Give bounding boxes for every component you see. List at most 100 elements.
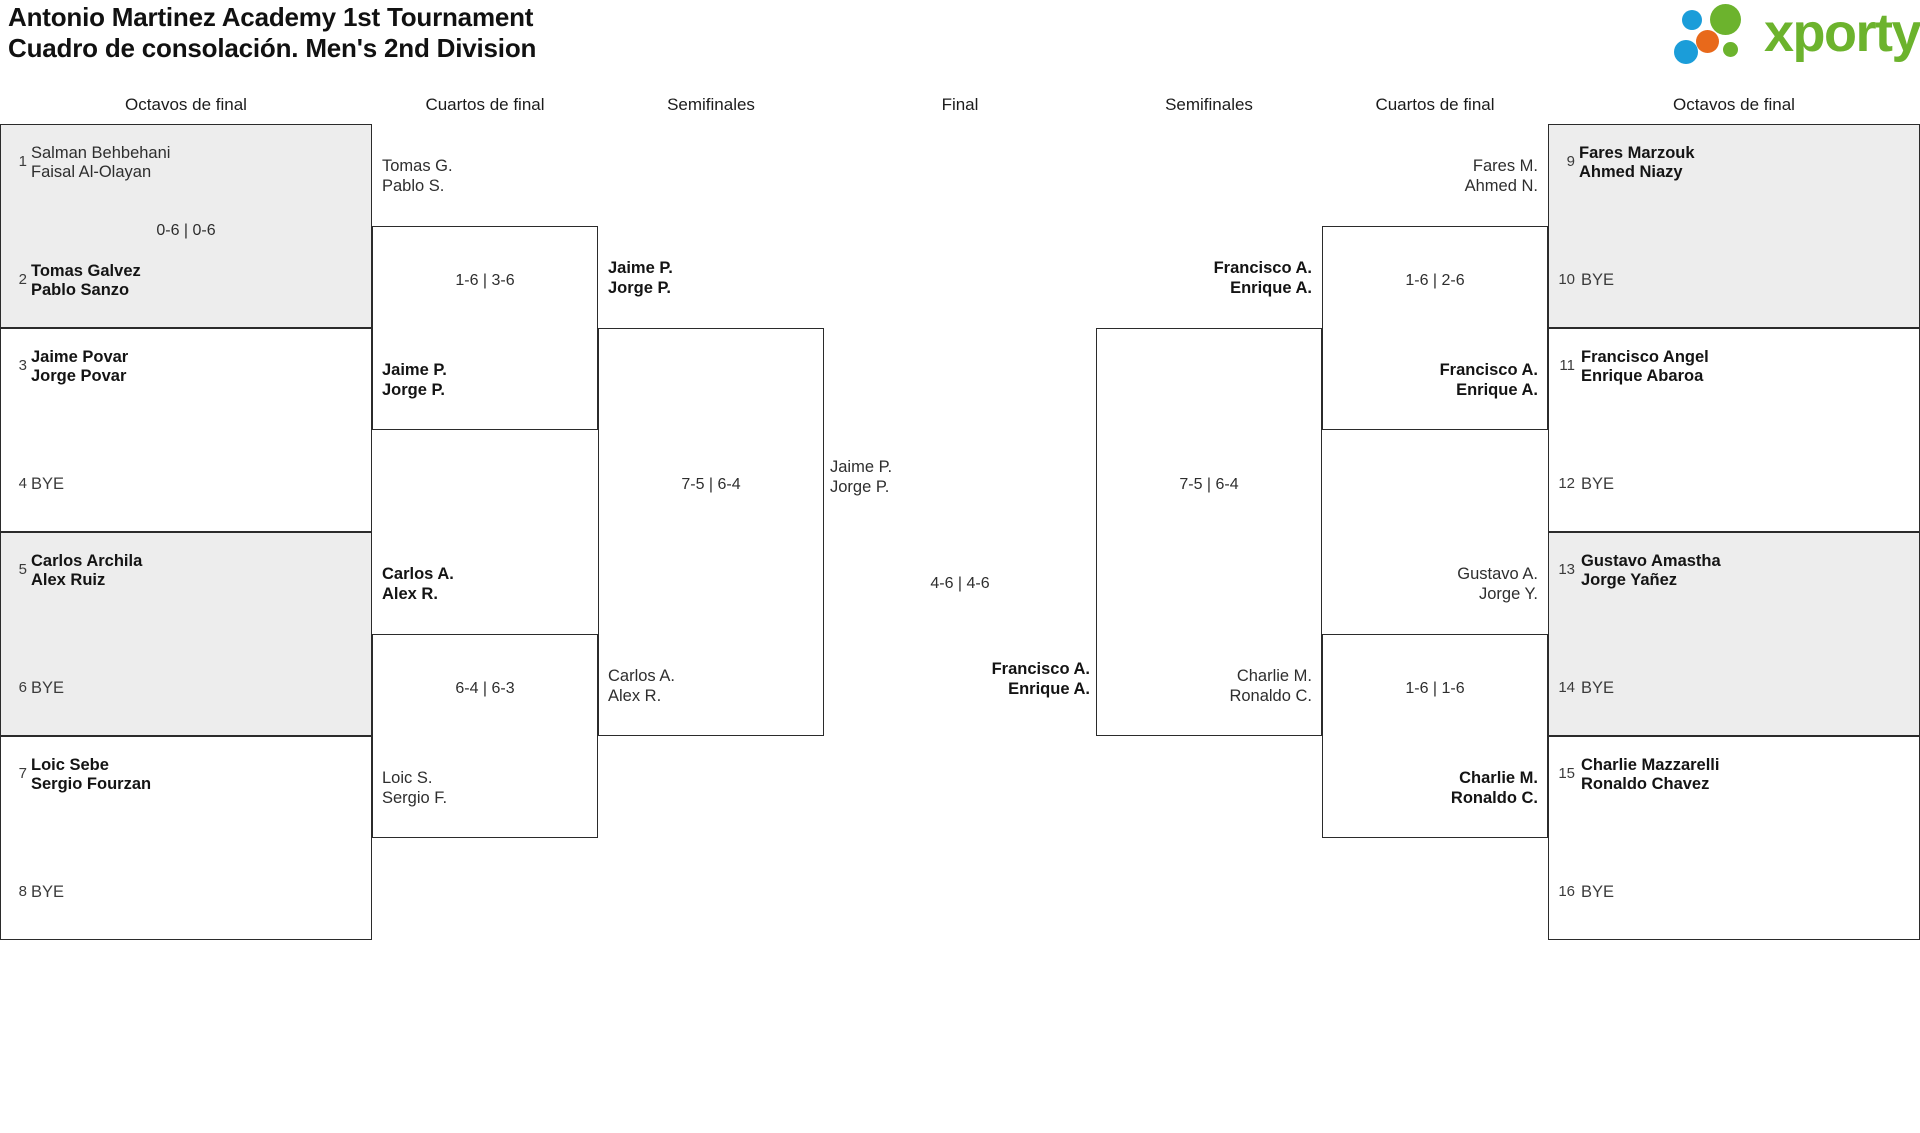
right-r16-match-1[interactable]: 9 Fares Marzouk Ahmed Niazy 10 BYE — [1548, 124, 1920, 328]
round-header-left-sf: Semifinales — [667, 95, 755, 114]
team-name-line1: Tomas Galvez — [31, 262, 141, 280]
seed-number: 3 — [18, 357, 27, 374]
left-sf-score: 7-5 | 6-4 — [681, 476, 741, 493]
seed-number: 4 — [18, 475, 27, 492]
right-qf-2-bottom-team-line2: Ronaldo C. — [1450, 789, 1538, 807]
logo-dot-orange — [1696, 30, 1719, 53]
right-qf-1-top-team-line2: Ahmed N. — [1464, 177, 1538, 195]
right-qf-1-bottom-team-line1: Francisco A. — [1439, 361, 1538, 379]
right-qf-2-score: 1-6 | 1-6 — [1405, 680, 1465, 697]
seed-number: 11 — [1559, 357, 1575, 374]
seed-number: 10 — [1558, 271, 1575, 288]
left-sf-bottom-team-line1: Carlos A. — [608, 667, 675, 685]
team-name-line2: Enrique Abaroa — [1581, 367, 1704, 385]
round-header-left-r16: Octavos de final — [125, 95, 247, 114]
logo-wordmark: xporty — [1764, 3, 1920, 63]
final-top-team-line1: Jaime P. — [830, 458, 893, 476]
right-sf-score: 7-5 | 6-4 — [1179, 476, 1239, 493]
left-qf-1-top-team-line1: Tomas G. — [382, 157, 453, 175]
seed-number: 1 — [18, 153, 27, 170]
team-name-line2: Pablo Sanzo — [31, 281, 130, 299]
right-qf-match-2[interactable] — [1322, 634, 1548, 838]
bye-label: BYE — [1581, 271, 1615, 289]
team-name-line2: Jorge Povar — [31, 367, 127, 385]
team-name-line2: Ahmed Niazy — [1579, 163, 1683, 181]
team-name-line1: Charlie Mazzarelli — [1581, 756, 1720, 774]
left-qf-match-1[interactable] — [372, 226, 598, 430]
left-qf-2-bottom-team-line1: Loic S. — [382, 769, 433, 787]
left-sf-match-1[interactable] — [598, 328, 824, 736]
left-r16-match-1[interactable]: 1 Salman Behbehani Faisal Al-Olayan Salm… — [0, 124, 372, 328]
seed-number: 2 — [18, 271, 27, 288]
logo-dots-icon — [1674, 4, 1770, 66]
bye-label: BYE — [1581, 475, 1615, 493]
left-r16-match-4[interactable]: 7 Loic Sebe Sergio Fourzan 8 BYE — [0, 736, 372, 940]
right-sf-top-team-line1: Francisco A. — [1213, 259, 1312, 277]
seed-number: 14 — [1558, 679, 1575, 696]
seed-number: 15 — [1558, 765, 1575, 782]
right-sf-bottom-team-line1: Charlie M. — [1236, 667, 1312, 685]
seed-number: 13 — [1558, 561, 1575, 578]
final-top-team-line2: Jorge P. — [830, 478, 890, 496]
right-r16-match-3[interactable]: 13 Gustavo Amastha Jorge Yañez 14 BYE — [1548, 532, 1920, 736]
right-sf-top-team-line2: Enrique A. — [1230, 279, 1312, 297]
bye-label: BYE — [1581, 883, 1615, 901]
bye-label: BYE — [31, 475, 65, 493]
team-name-line1: Francisco Angel — [1581, 348, 1709, 366]
page-header: Antonio Martinez Academy 1st Tournament … — [0, 0, 1920, 92]
logo-dot-blue-bottom — [1674, 40, 1698, 64]
right-qf-1-top-team-line1: Fares M. — [1472, 157, 1538, 175]
bye-label: BYE — [31, 679, 65, 697]
round-header-right-r16: Octavos de final — [1673, 95, 1795, 114]
final-score: 4-6 | 4-6 — [930, 575, 990, 592]
team-name-line1: Loic Sebe — [31, 756, 109, 774]
final-bottom-team-line2: Enrique A. — [1008, 680, 1090, 698]
right-qf-match-1[interactable] — [1322, 226, 1548, 430]
seed-number: 9 — [1566, 153, 1575, 170]
seed-number: 12 — [1558, 475, 1575, 492]
round-header-left-qf: Cuartos de final — [425, 95, 545, 114]
team-name-line2: Jorge Yañez — [1581, 571, 1677, 589]
left-r16-match-2[interactable]: 3 Jaime Povar Jorge Povar 4 BYE — [0, 328, 372, 532]
left-sf-bottom-team-line2: Alex R. — [608, 687, 662, 705]
seed-number: 5 — [18, 561, 27, 578]
left-r16-match-3[interactable]: 5 Carlos Archila Alex Ruiz 6 BYE — [0, 532, 372, 736]
left-qf-2-top-team-line1: Carlos A. — [382, 565, 454, 583]
left-qf-1-score: 1-6 | 3-6 — [455, 272, 515, 289]
right-qf-1-score: 1-6 | 2-6 — [1405, 272, 1465, 289]
right-sf-bottom-team-line2: Ronaldo C. — [1229, 687, 1312, 705]
left-sf-top-team-line1: Jaime P. — [608, 259, 673, 277]
team-name-line1: Jaime Povar — [31, 348, 129, 366]
logo-dot-green-large — [1710, 4, 1741, 35]
left-qf-match-2[interactable] — [372, 634, 598, 838]
final-bottom-team-line1: Francisco A. — [991, 660, 1090, 678]
team-name-line1: Gustavo Amastha — [1581, 552, 1721, 570]
bye-label: BYE — [1581, 679, 1615, 697]
team-name-line2: Alex Ruiz — [31, 571, 106, 589]
round-header-right-qf: Cuartos de final — [1375, 95, 1495, 114]
left-qf-2-top-team-line2: Alex R. — [382, 585, 438, 603]
seed-number: 6 — [18, 679, 27, 696]
team-name-line1: Carlos Archila — [31, 552, 143, 570]
seed-number: 7 — [18, 765, 27, 782]
team-name-line1: Salman Behbehani — [31, 144, 171, 162]
right-r16-match-2[interactable]: 11 Francisco Angel Enrique Abaroa 12 BYE — [1548, 328, 1920, 532]
round-header-right-sf: Semifinales — [1165, 95, 1253, 114]
seed-number: 8 — [18, 883, 27, 900]
team-name-line1: Fares Marzouk — [1579, 144, 1695, 162]
right-qf-2-top-team-line1: Gustavo A. — [1457, 565, 1538, 583]
left-qf-2-score: 6-4 | 6-3 — [455, 680, 515, 697]
left-sf-top-team-line2: Jorge P. — [608, 279, 671, 297]
tournament-title: Antonio Martinez Academy 1st Tournament — [8, 2, 534, 32]
team-name-line2: Ronaldo Chavez — [1581, 775, 1710, 793]
right-qf-2-bottom-team-line1: Charlie M. — [1459, 769, 1538, 787]
xporty-logo[interactable]: xporty — [1674, 3, 1920, 66]
logo-dot-blue-top — [1682, 10, 1702, 30]
right-r16-match-4[interactable]: 15 Charlie Mazzarelli Ronaldo Chavez 16 … — [1548, 736, 1920, 940]
right-qf-2-top-team-line2: Jorge Y. — [1478, 585, 1538, 603]
right-sf-match-1[interactable] — [1096, 328, 1322, 736]
bye-label: BYE — [31, 883, 65, 901]
logo-dot-green-small — [1723, 42, 1738, 57]
title-block: Antonio Martinez Academy 1st Tournament … — [8, 2, 536, 64]
